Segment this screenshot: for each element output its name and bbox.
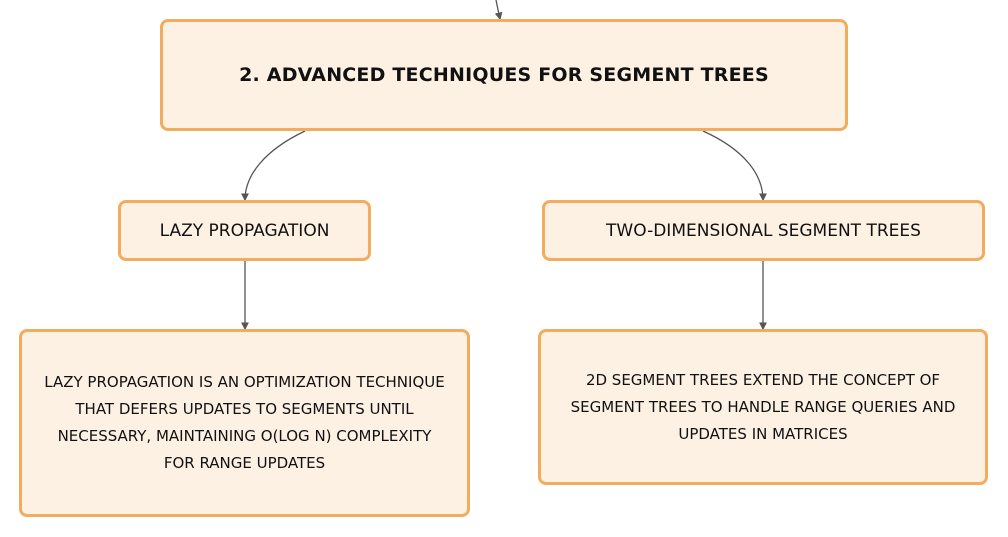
connector-parent-to-root [494, 0, 503, 21]
connector-root-to-lazy-propagation [241, 130, 306, 202]
root-topic-label: 2. ADVANCED TECHNIQUES FOR SEGMENT TREES [239, 64, 769, 86]
lazy-propagation-description-node[interactable]: LAZY PROPAGATION IS AN OPTIMIZATION TECH… [19, 329, 470, 517]
connector-root-to-2d-segment-trees [702, 130, 767, 202]
two-dimensional-segment-trees-description-node[interactable]: 2D SEGMENT TREES EXTEND THE CONCEPT OF S… [538, 329, 988, 485]
root-topic-node[interactable]: 2. ADVANCED TECHNIQUES FOR SEGMENT TREES [160, 19, 848, 131]
lazy-propagation-description-text: LAZY PROPAGATION IS AN OPTIMIZATION TECH… [44, 373, 445, 472]
two-dimensional-segment-trees-description-text: 2D SEGMENT TREES EXTEND THE CONCEPT OF S… [570, 370, 956, 443]
two-dimensional-segment-trees-node[interactable]: TWO-DIMENSIONAL SEGMENT TREES [542, 200, 985, 261]
lazy-propagation-label: LAZY PROPAGATION [159, 220, 330, 241]
two-dimensional-segment-trees-label: TWO-DIMENSIONAL SEGMENT TREES [606, 220, 921, 241]
lazy-propagation-node[interactable]: LAZY PROPAGATION [118, 200, 371, 261]
